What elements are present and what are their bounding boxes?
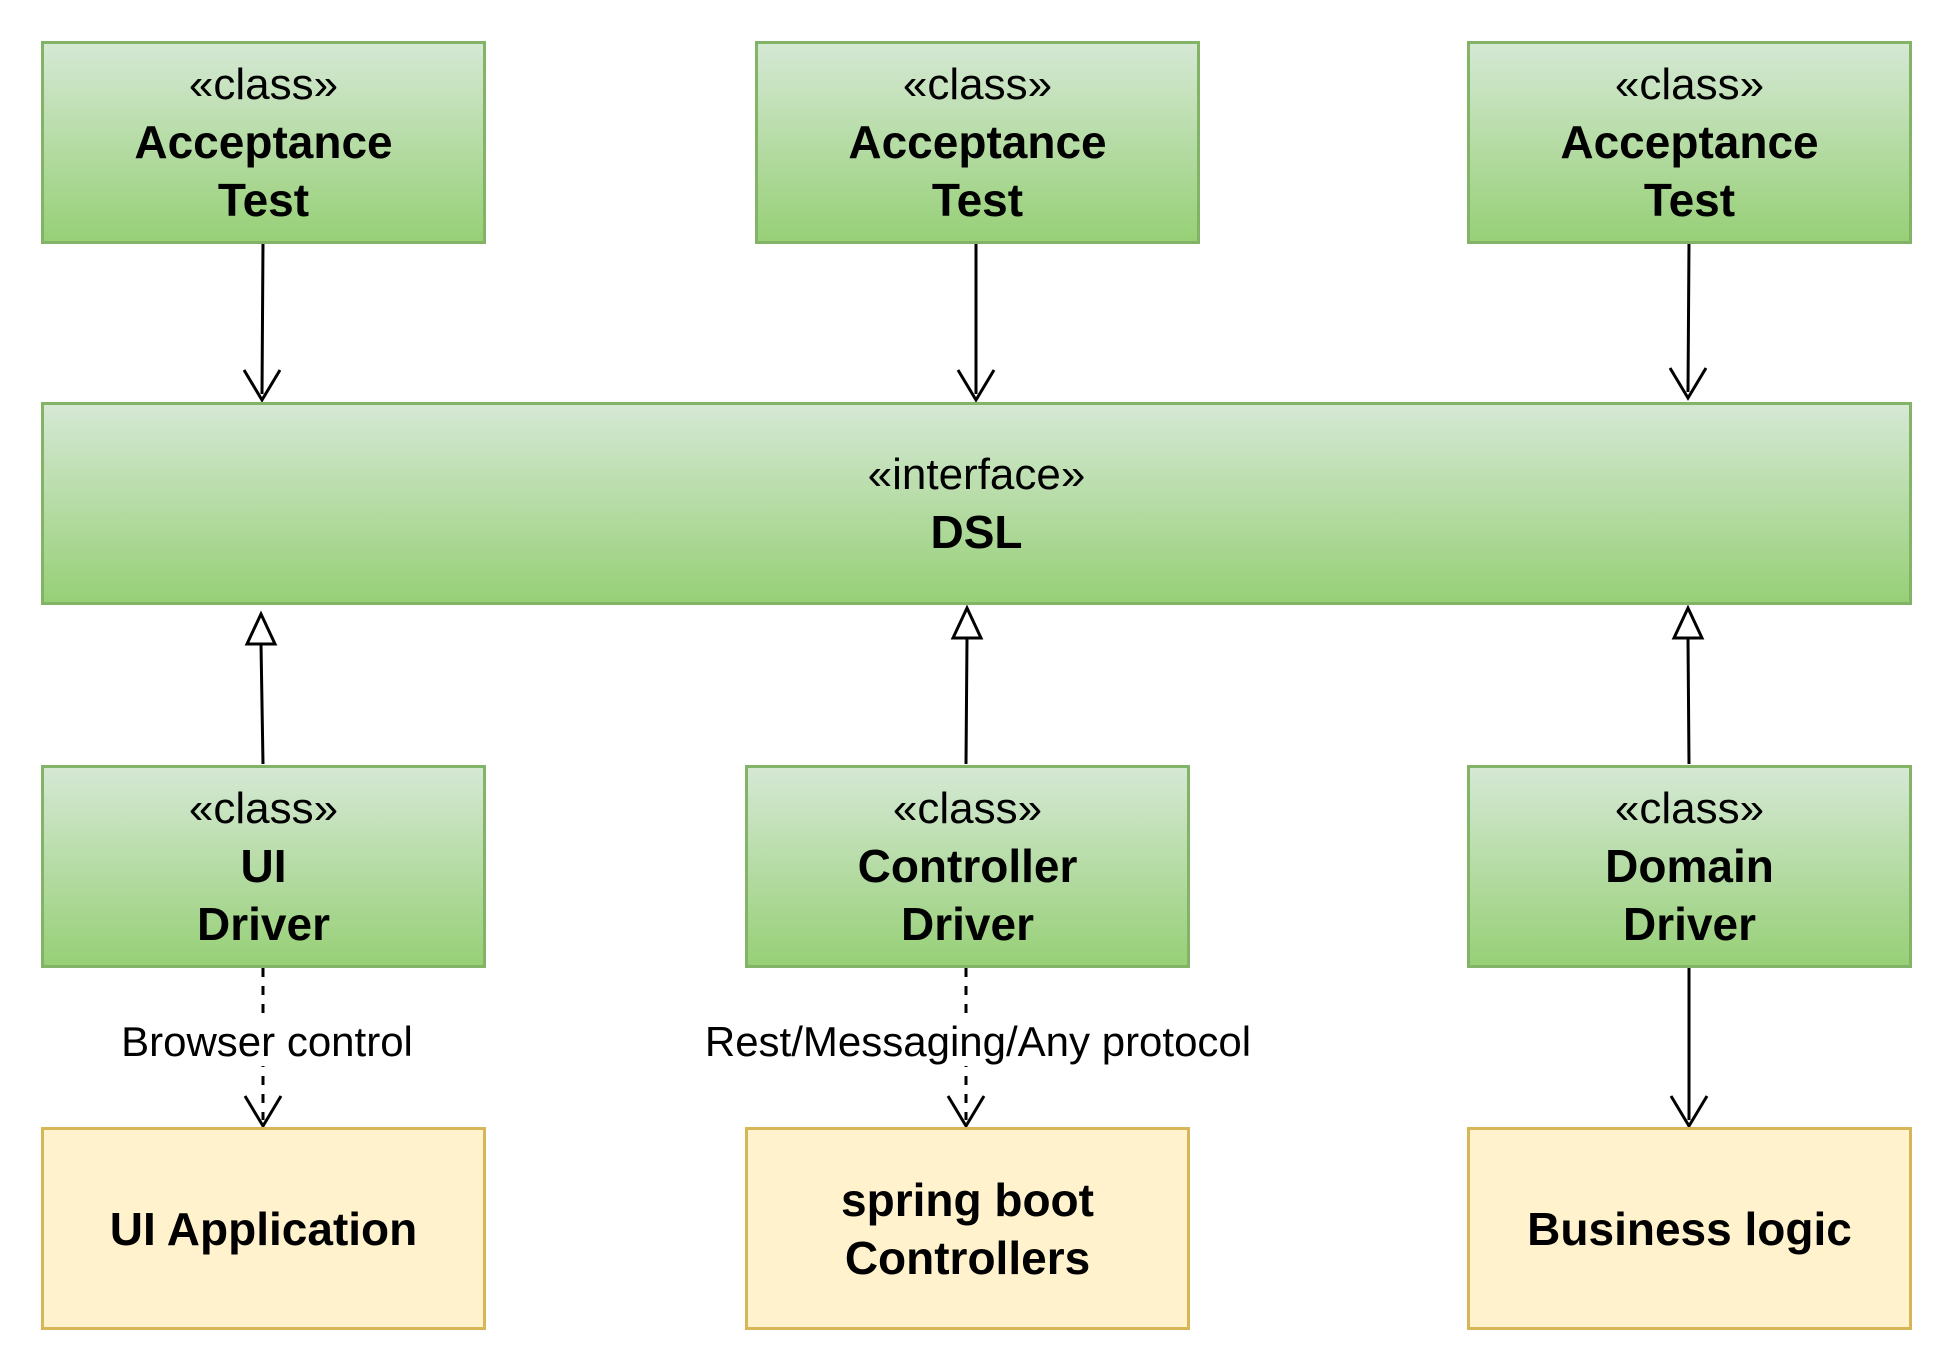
- acceptance-test-box-2[interactable]: «class» Acceptance Test: [755, 41, 1200, 244]
- edge-controller-driver-realizes-dsl: [950, 604, 984, 765]
- edge-ui-driver-realizes-dsl: [244, 610, 278, 765]
- class-name-line1: Acceptance: [134, 115, 393, 168]
- interface-name: DSL: [930, 505, 1023, 558]
- stereotype-label: «class»: [188, 59, 339, 109]
- class-name-line2: Driver: [901, 897, 1034, 950]
- controller-driver-box[interactable]: «class» Controller Driver: [745, 765, 1190, 968]
- target-label-line2: Controllers: [844, 1231, 1091, 1284]
- edge-label-browser-control: Browser control: [119, 1018, 415, 1066]
- edge-domain-driver-to-business-logic: [1669, 968, 1709, 1129]
- stereotype-label: «class»: [892, 783, 1043, 833]
- stereotype-label: «class»: [1614, 783, 1765, 833]
- edge-domain-driver-realizes-dsl: [1671, 604, 1705, 765]
- acceptance-test-box-1[interactable]: «class» Acceptance Test: [41, 41, 486, 244]
- class-name-line1: Acceptance: [1560, 115, 1819, 168]
- target-label-line1: UI Application: [109, 1202, 418, 1255]
- stereotype-label: «class»: [188, 783, 339, 833]
- class-name-line2: Test: [217, 173, 310, 226]
- class-name-line1: UI: [240, 839, 287, 892]
- class-name-line2: Test: [931, 173, 1024, 226]
- ui-application-box[interactable]: UI Application: [41, 1127, 486, 1330]
- target-label-line1: spring boot: [841, 1173, 1094, 1226]
- class-name-line1: Domain: [1605, 839, 1774, 892]
- ui-driver-box[interactable]: «class» UI Driver: [41, 765, 486, 968]
- business-logic-box[interactable]: Business logic: [1467, 1127, 1912, 1330]
- class-name-line1: Controller: [857, 839, 1078, 892]
- stereotype-label: «class»: [902, 59, 1053, 109]
- edge-test1-to-dsl: [242, 241, 282, 403]
- spring-boot-controllers-box[interactable]: spring boot Controllers: [745, 1127, 1190, 1330]
- class-name-line1: Acceptance: [848, 115, 1107, 168]
- dsl-interface-box[interactable]: «interface» DSL: [41, 402, 1912, 605]
- class-name-line2: Driver: [1623, 897, 1756, 950]
- edge-test3-to-dsl: [1668, 241, 1708, 401]
- stereotype-label: «interface»: [867, 449, 1086, 499]
- edge-label-rest-protocol: Rest/Messaging/Any protocol: [702, 1018, 1254, 1066]
- class-name-line2: Driver: [197, 897, 330, 950]
- acceptance-test-box-3[interactable]: «class» Acceptance Test: [1467, 41, 1912, 244]
- target-label-line1: Business logic: [1527, 1202, 1852, 1255]
- domain-driver-box[interactable]: «class» Domain Driver: [1467, 765, 1912, 968]
- stereotype-label: «class»: [1614, 59, 1765, 109]
- edge-test2-to-dsl: [956, 242, 996, 403]
- class-name-line2: Test: [1643, 173, 1736, 226]
